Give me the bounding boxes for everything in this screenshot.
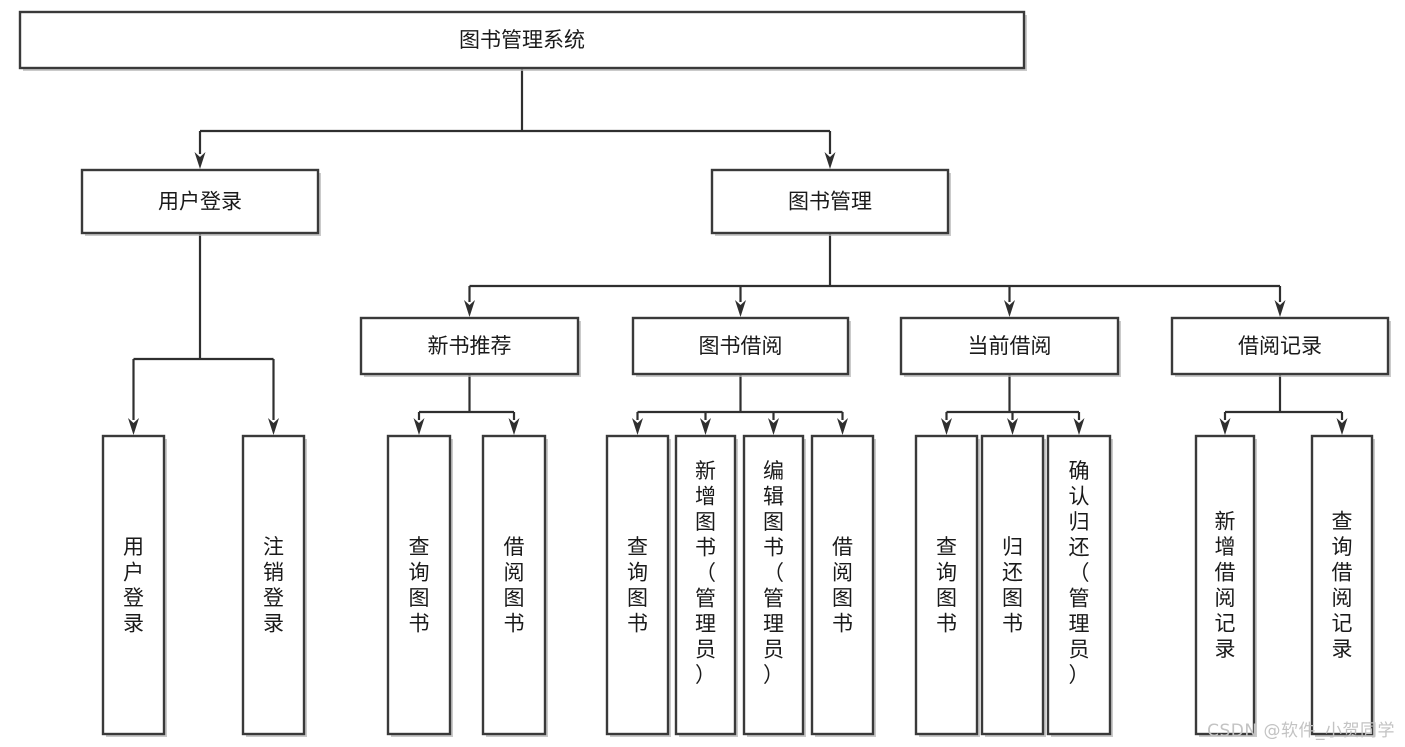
node-book-manage[interactable]: 图书管理 — [710, 168, 951, 236]
arrow-head-icon — [508, 418, 520, 435]
node-leaf-add-book[interactable]: 新增图书（管理员） — [674, 434, 738, 737]
node-leaf-query-book-2[interactable]: 查询图书 — [605, 434, 671, 737]
arrow-head-icon — [1073, 418, 1085, 435]
node-label: 新增图书（管理员） — [695, 459, 716, 687]
node-current-borrow[interactable]: 当前借阅 — [899, 316, 1121, 377]
node-box — [359, 316, 580, 376]
arrow-head-icon — [1004, 300, 1015, 317]
node-layer: 图书管理系统用户登录图书管理新书推荐图书借阅当前借阅借阅记录用户登录注销登录查询… — [18, 10, 1391, 737]
node-leaf-borrow-book-2[interactable]: 借阅图书 — [810, 434, 876, 737]
connector-group-root — [194, 68, 836, 169]
node-leaf-user-login[interactable]: 用户登录 — [101, 434, 167, 737]
node-label: 查询借阅记录 — [1332, 509, 1353, 661]
node-leaf-borrow-book-1[interactable]: 借阅图书 — [481, 434, 548, 737]
node-box — [481, 434, 547, 736]
node-leaf-query-book-1[interactable]: 查询图书 — [386, 434, 453, 737]
node-box — [1046, 434, 1112, 736]
node-leaf-add-record[interactable]: 新增借阅记录 — [1194, 434, 1257, 737]
node-label: 借阅图书 — [832, 535, 853, 636]
node-label: 查询图书 — [936, 535, 957, 636]
node-label: 图书管理系统 — [459, 28, 585, 52]
node-box — [631, 316, 850, 376]
arrow-head-icon — [700, 418, 711, 435]
node-label: 确认归还（管理员） — [1069, 459, 1090, 687]
node-box — [980, 434, 1045, 736]
node-new-book-rec[interactable]: 新书推荐 — [359, 316, 581, 377]
node-borrow-record[interactable]: 借阅记录 — [1170, 316, 1391, 377]
node-root[interactable]: 图书管理系统 — [18, 10, 1027, 71]
node-box — [810, 434, 875, 736]
node-box — [605, 434, 670, 736]
arrow-head-icon — [1007, 418, 1018, 435]
node-box — [674, 434, 737, 736]
connector-group-book-manage — [464, 233, 1286, 317]
node-label: 借阅图书 — [504, 535, 525, 636]
arrow-head-icon — [768, 418, 779, 435]
node-leaf-query-record[interactable]: 查询借阅记录 — [1310, 434, 1375, 737]
node-label: 用户登录 — [123, 535, 144, 636]
arrow-head-icon — [464, 300, 475, 317]
node-leaf-logout[interactable]: 注销登录 — [241, 434, 307, 737]
node-label: 用户登录 — [158, 190, 242, 214]
node-label: 注销登录 — [263, 535, 284, 636]
node-box — [18, 10, 1026, 70]
arrow-head-icon — [128, 418, 139, 435]
arrow-head-icon — [1274, 300, 1286, 317]
node-label: 编辑图书（管理员） — [763, 459, 784, 687]
node-leaf-return-book[interactable]: 归还图书 — [980, 434, 1046, 737]
connector-group-user-login — [128, 233, 279, 435]
node-box — [386, 434, 452, 736]
connector-group-current-borrow — [941, 374, 1085, 435]
node-leaf-edit-book[interactable]: 编辑图书（管理员） — [742, 434, 806, 737]
node-box — [1170, 316, 1390, 376]
node-box — [710, 168, 950, 235]
node-user-login[interactable]: 用户登录 — [80, 168, 321, 236]
arrow-head-icon — [824, 152, 836, 169]
node-label: 图书管理 — [788, 190, 872, 214]
node-box — [742, 434, 805, 736]
node-label: 当前借阅 — [968, 334, 1052, 358]
connector-group-new-book-rec — [413, 374, 520, 435]
arrow-head-icon — [1336, 418, 1348, 435]
arrow-head-icon — [194, 152, 206, 169]
node-box — [1194, 434, 1256, 736]
connector-group-borrow-record — [1219, 374, 1348, 435]
watermark-label: CSDN @软件_小贺同学 — [1207, 721, 1395, 741]
node-box — [914, 434, 979, 736]
arrow-head-icon — [413, 418, 425, 435]
node-box — [80, 168, 320, 235]
node-label: 查询图书 — [409, 535, 430, 636]
arrow-head-icon — [941, 418, 952, 435]
arrow-head-icon — [1219, 418, 1231, 435]
arrow-head-icon — [837, 418, 848, 435]
node-label: 归还图书 — [1002, 535, 1023, 636]
node-box — [241, 434, 306, 736]
node-book-borrow[interactable]: 图书借阅 — [631, 316, 851, 377]
node-leaf-confirm-return[interactable]: 确认归还（管理员） — [1046, 434, 1113, 737]
arrow-head-icon — [268, 418, 279, 435]
arrow-head-icon — [735, 300, 746, 317]
arrow-head-icon — [632, 418, 643, 435]
node-label: 查询图书 — [627, 535, 648, 636]
node-label: 新增借阅记录 — [1215, 509, 1236, 661]
node-box — [1310, 434, 1374, 736]
connector-group-book-borrow — [632, 374, 848, 435]
node-leaf-query-book-3[interactable]: 查询图书 — [914, 434, 980, 737]
node-label: 借阅记录 — [1238, 334, 1322, 358]
node-label: 图书借阅 — [699, 334, 783, 358]
node-box — [101, 434, 166, 736]
node-label: 新书推荐 — [428, 334, 512, 358]
node-box — [899, 316, 1120, 376]
connector-layer — [128, 68, 1348, 435]
